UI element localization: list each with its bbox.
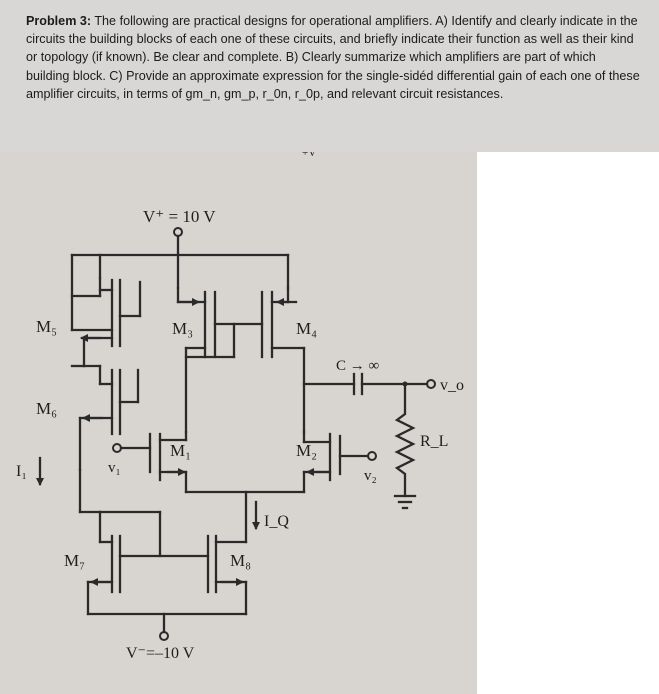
- vo-terminal: [426, 379, 436, 389]
- transistor-m6: [70, 364, 140, 472]
- m2-label: M₂: [296, 441, 317, 460]
- m8-label: M₈: [230, 551, 251, 570]
- circuit-photo: +V V⁺ = 10 V M₅: [0, 152, 477, 694]
- transistor-m3: [176, 286, 264, 434]
- v2-terminal: [367, 451, 377, 461]
- m1-label: M₁: [170, 441, 191, 460]
- transistor-m5: [70, 276, 142, 368]
- supply-rail-top: [70, 234, 290, 332]
- ground-symbol: [393, 494, 417, 510]
- transistor-m4: [260, 286, 306, 434]
- output-capacitor: [302, 372, 429, 396]
- rl-label: R_L: [420, 433, 448, 450]
- m3-label: M₃: [172, 319, 193, 338]
- vminus-terminal: [159, 631, 169, 641]
- vminus-label: V⁻=–10 V: [126, 645, 195, 662]
- m6-label: M₆: [36, 399, 57, 418]
- m7-label: M₇: [64, 551, 85, 570]
- v2-label: v₂: [364, 468, 377, 484]
- m5-label: M₅: [36, 317, 57, 336]
- vplus-label: V⁺ = 10 V: [143, 207, 216, 226]
- partial-top-label: +V: [302, 152, 316, 159]
- v1-terminal: [112, 443, 122, 453]
- problem-heading: Problem 3:: [26, 14, 92, 28]
- tail-wiring: [184, 490, 306, 544]
- transistor-m8: [206, 534, 248, 616]
- vplus-terminal: [173, 227, 183, 237]
- problem-body: The following are practical designs for …: [26, 14, 640, 101]
- iq-label: I_Q: [264, 513, 289, 530]
- m4-label: M₄: [296, 319, 317, 338]
- supply-rail-bottom: [86, 612, 248, 634]
- vo-label: v_o: [440, 377, 464, 394]
- load-resistor: [394, 382, 416, 498]
- problem-text: Problem 3: The following are practical d…: [26, 12, 641, 103]
- problem-statement-panel: Problem 3: The following are practical d…: [0, 0, 659, 152]
- capacitor-label: C → ∞: [336, 358, 379, 374]
- i1-label: I₁: [16, 463, 27, 480]
- v1-label: v₁: [108, 460, 121, 476]
- circuit-diagram: +V V⁺ = 10 V M₅: [16, 152, 464, 662]
